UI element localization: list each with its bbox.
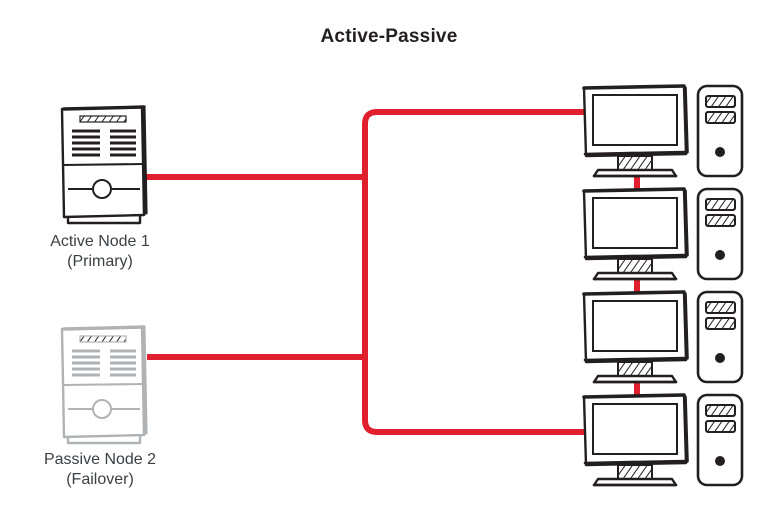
client-workstation-1[interactable] xyxy=(575,82,725,178)
passive-node[interactable] xyxy=(52,320,152,440)
active-node-label: Active Node 1 (Primary) xyxy=(50,233,150,270)
client-workstation-4[interactable] xyxy=(575,392,725,488)
network-bus[interactable] xyxy=(358,110,374,430)
client-workstation-3[interactable] xyxy=(575,289,725,385)
passive-node-label: Passive Node 2 (Failover) xyxy=(43,451,157,488)
active-node[interactable] xyxy=(52,100,152,220)
bus-branch-bottom xyxy=(362,419,592,435)
bus-branch-top xyxy=(362,109,592,125)
network-bus-icon xyxy=(145,109,640,435)
page-title: Active-Passive xyxy=(320,26,458,47)
client-workstation-2[interactable] xyxy=(575,186,725,282)
